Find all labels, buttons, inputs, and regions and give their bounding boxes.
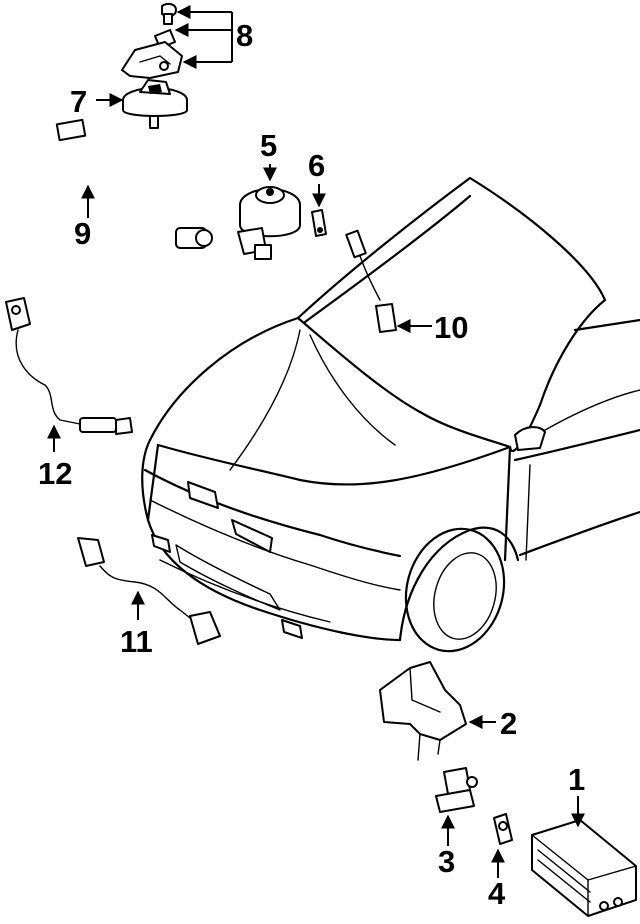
part-7-control-valve (122, 79, 188, 129)
callout-9: 9 (74, 216, 91, 251)
callout-10: 10 (434, 310, 468, 345)
callout-6: 6 (308, 148, 325, 183)
callout-8: 8 (236, 18, 253, 53)
part-12-oxygen-sensor (5, 297, 133, 435)
callout-5: 5 (260, 128, 277, 163)
part-11-oxygen-sensor (77, 537, 221, 645)
part-3-solenoid-valve (435, 767, 478, 813)
part-5-egr-valve (237, 186, 301, 260)
part-8-bracket-assembly (121, 2, 183, 79)
callout-3: 3 (438, 844, 455, 879)
callout-11: 11 (120, 624, 153, 659)
part-10-oxygen-sensor (345, 229, 397, 333)
part-6-sensor (311, 209, 327, 237)
callout-7: 7 (70, 84, 87, 119)
part-2-bracket (379, 661, 467, 761)
callout-2: 2 (500, 706, 517, 741)
part-1-vapor-canister (531, 819, 637, 917)
callout-1: 1 (568, 762, 585, 797)
vehicle-outline (141, 176, 640, 653)
callout-12: 12 (38, 456, 72, 491)
part-9-egr-tube (39, 118, 213, 249)
callout-4: 4 (488, 876, 506, 911)
part-4-hose-fitting (493, 813, 513, 845)
